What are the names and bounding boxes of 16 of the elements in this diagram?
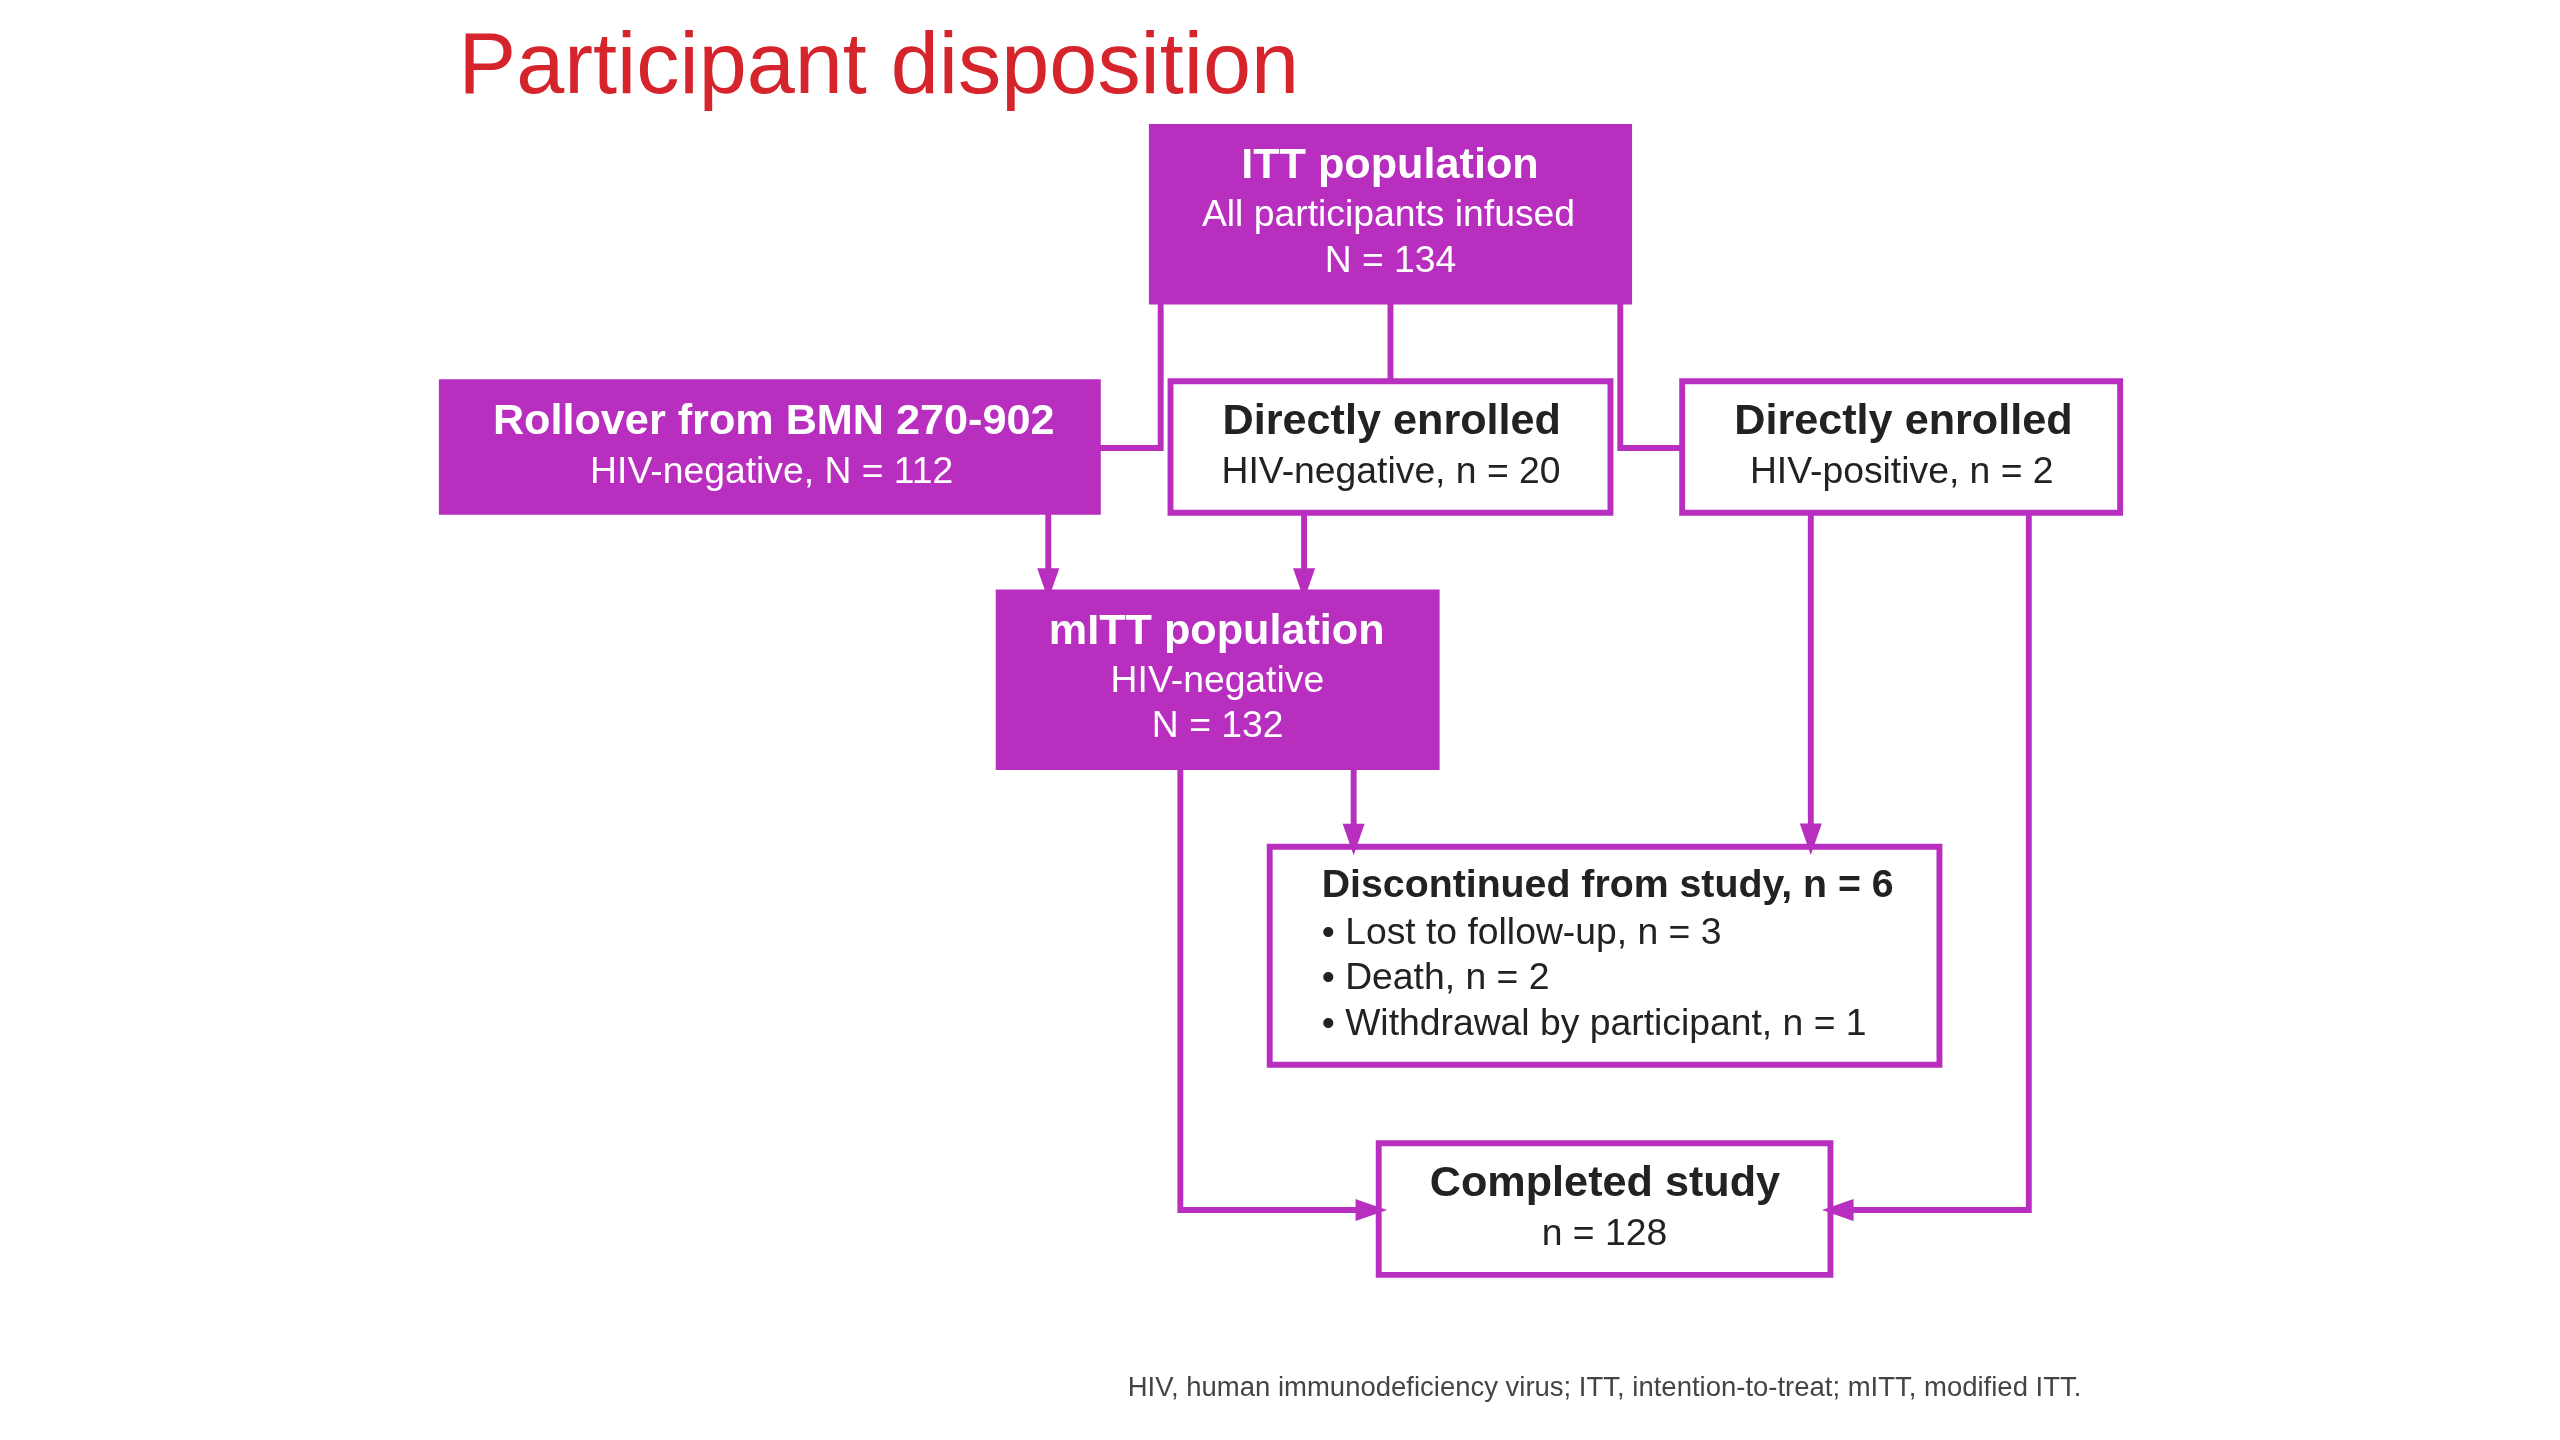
arrow: [1342, 768, 1365, 856]
connector: [1387, 302, 1393, 382]
connector: [1099, 303, 1164, 451]
arrow: [1799, 512, 1822, 856]
label: HIV, human immunodeficiency virus; ITT, intention-to-treat; mITT, modified ITT.: [1127, 1371, 2081, 1403]
connector: [1616, 303, 1682, 451]
node-box: Completed study n = 128: [1375, 1140, 1833, 1278]
node-box: Rollover from BMN 270-902 HIV-negative, N = 112: [438, 379, 1101, 515]
node-box: ITT population All participants infused N = 134: [1148, 123, 1632, 305]
diagram-title: Participant disposition: [458, 14, 1299, 111]
arrow: [1176, 768, 1387, 1222]
node-box: Directly enrolled HIV-negative, n = 20: [1167, 378, 1613, 516]
node-box: Directly enrolled HIV-positive, n = 2: [1678, 378, 2123, 516]
arrow: [1821, 513, 2032, 1222]
node-box: mITT population HIV-negative N = 132: [995, 589, 1440, 771]
node-box: Discontinued from study, n = 6 • Lost to follow-up, n = 3 • Death, n = 2 • Withdrawal by participant, n = 1: [1266, 843, 1942, 1068]
